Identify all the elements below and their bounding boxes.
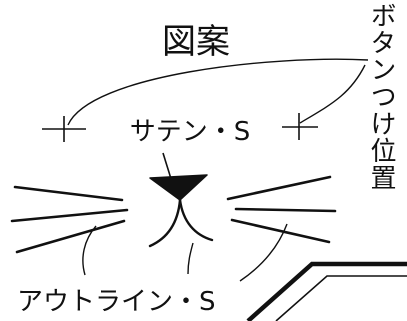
outline-leader-left	[82, 225, 97, 276]
button-position-label: ボタンつけ位置	[366, 2, 396, 191]
leader-line-right-button	[299, 64, 366, 124]
right-whisker-3	[230, 218, 331, 244]
hem-line-inner	[275, 275, 407, 321]
left-whiskers	[10, 185, 129, 254]
outline-leader-middle	[187, 242, 194, 275]
title-label: 図案	[162, 22, 230, 62]
mouth-right-stroke	[178, 198, 214, 242]
outline-leader-right	[239, 223, 288, 282]
outline-stitch-label: アウトライン・S	[17, 287, 216, 317]
left-whisker-2	[10, 208, 129, 223]
nose-satin	[149, 174, 208, 201]
button-mark-left	[42, 116, 86, 142]
mouth-left-stroke	[148, 198, 182, 248]
button-mark-right	[282, 113, 318, 140]
left-whisker-3	[15, 219, 126, 254]
left-whisker-1	[13, 185, 124, 202]
right-whisker-2	[234, 207, 337, 213]
right-whiskers	[226, 175, 337, 244]
satin-stitch-label: サテン・S	[130, 117, 251, 147]
hem-line-outer	[246, 261, 407, 321]
right-whisker-1	[226, 175, 332, 201]
leader-line-left-button	[67, 58, 369, 126]
